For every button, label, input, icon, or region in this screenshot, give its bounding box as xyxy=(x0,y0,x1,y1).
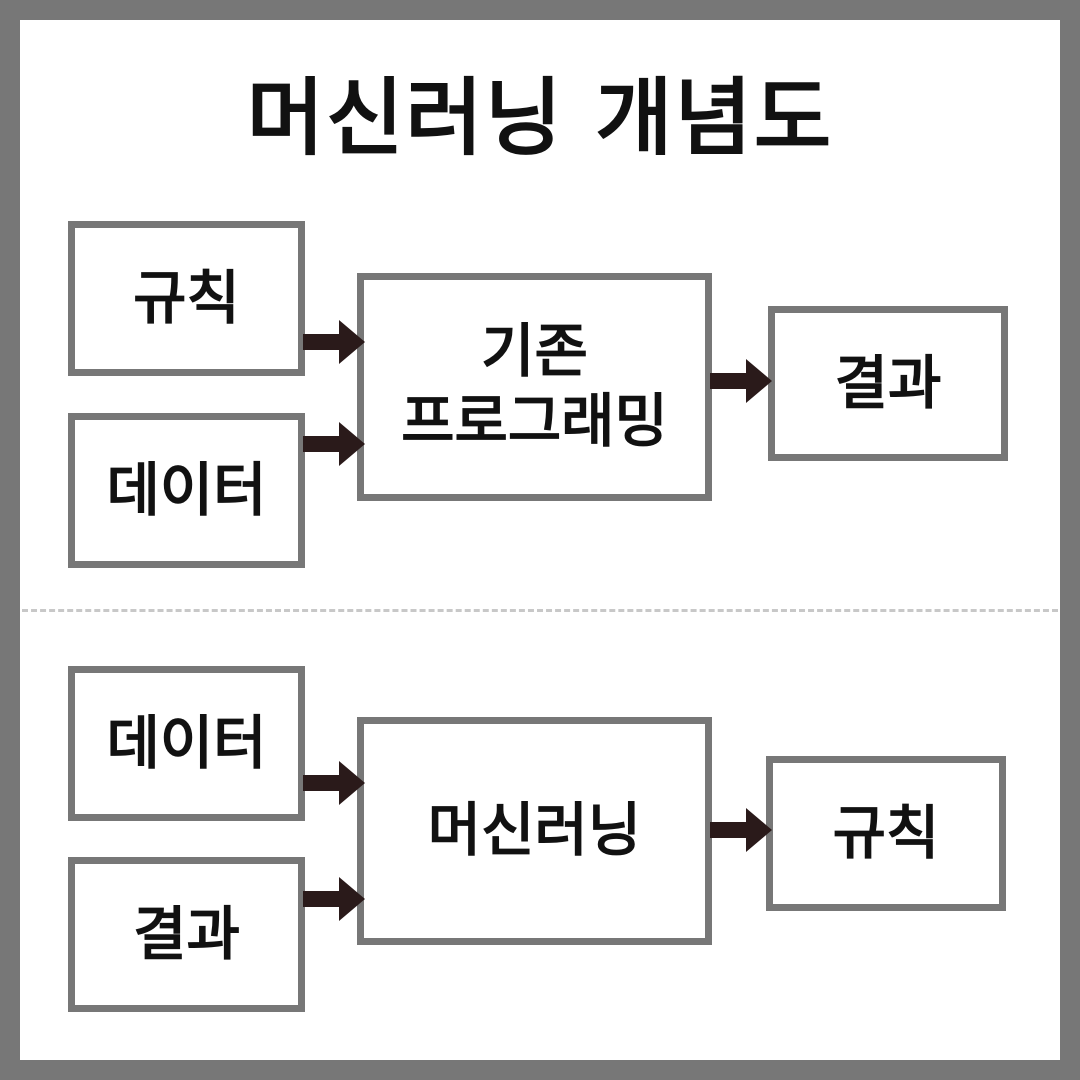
top-process-box: 기존 프로그래밍 xyxy=(357,273,712,501)
bottom-output-rules-box: 규칙 xyxy=(766,756,1006,911)
bottom-input-result-box: 결과 xyxy=(68,857,305,1012)
top-input-data-box: 데이터 xyxy=(68,413,305,568)
section-divider xyxy=(22,609,1058,612)
arrow-data-to-ml-icon xyxy=(303,761,365,805)
top-process-label-line2: 프로그래밍 xyxy=(401,387,668,455)
bottom-process-label: 머신러닝 xyxy=(427,796,642,865)
bottom-output-rules-label: 규칙 xyxy=(832,798,940,867)
bottom-input-data-label: 데이터 xyxy=(106,708,267,777)
top-process-label-line1: 기존 xyxy=(481,317,588,386)
arrow-result-to-ml-icon xyxy=(303,877,365,921)
top-input-rules-label: 규칙 xyxy=(133,263,240,332)
top-output-result-label: 결과 xyxy=(834,348,942,417)
arrow-ml-to-rules-icon xyxy=(710,808,772,852)
top-input-data-label: 데이터 xyxy=(106,455,267,524)
top-output-result-box: 결과 xyxy=(768,306,1008,461)
bottom-input-result-label: 결과 xyxy=(133,899,240,968)
arrow-programming-to-result-icon xyxy=(710,359,772,403)
top-input-rules-box: 규칙 xyxy=(68,221,305,376)
bottom-input-data-box: 데이터 xyxy=(68,666,305,821)
diagram-title: 머신러닝 개념도 xyxy=(246,69,834,167)
arrow-rules-to-programming-icon xyxy=(303,320,365,364)
bottom-process-box: 머신러닝 xyxy=(357,717,712,945)
arrow-data-to-programming-icon xyxy=(303,422,365,466)
